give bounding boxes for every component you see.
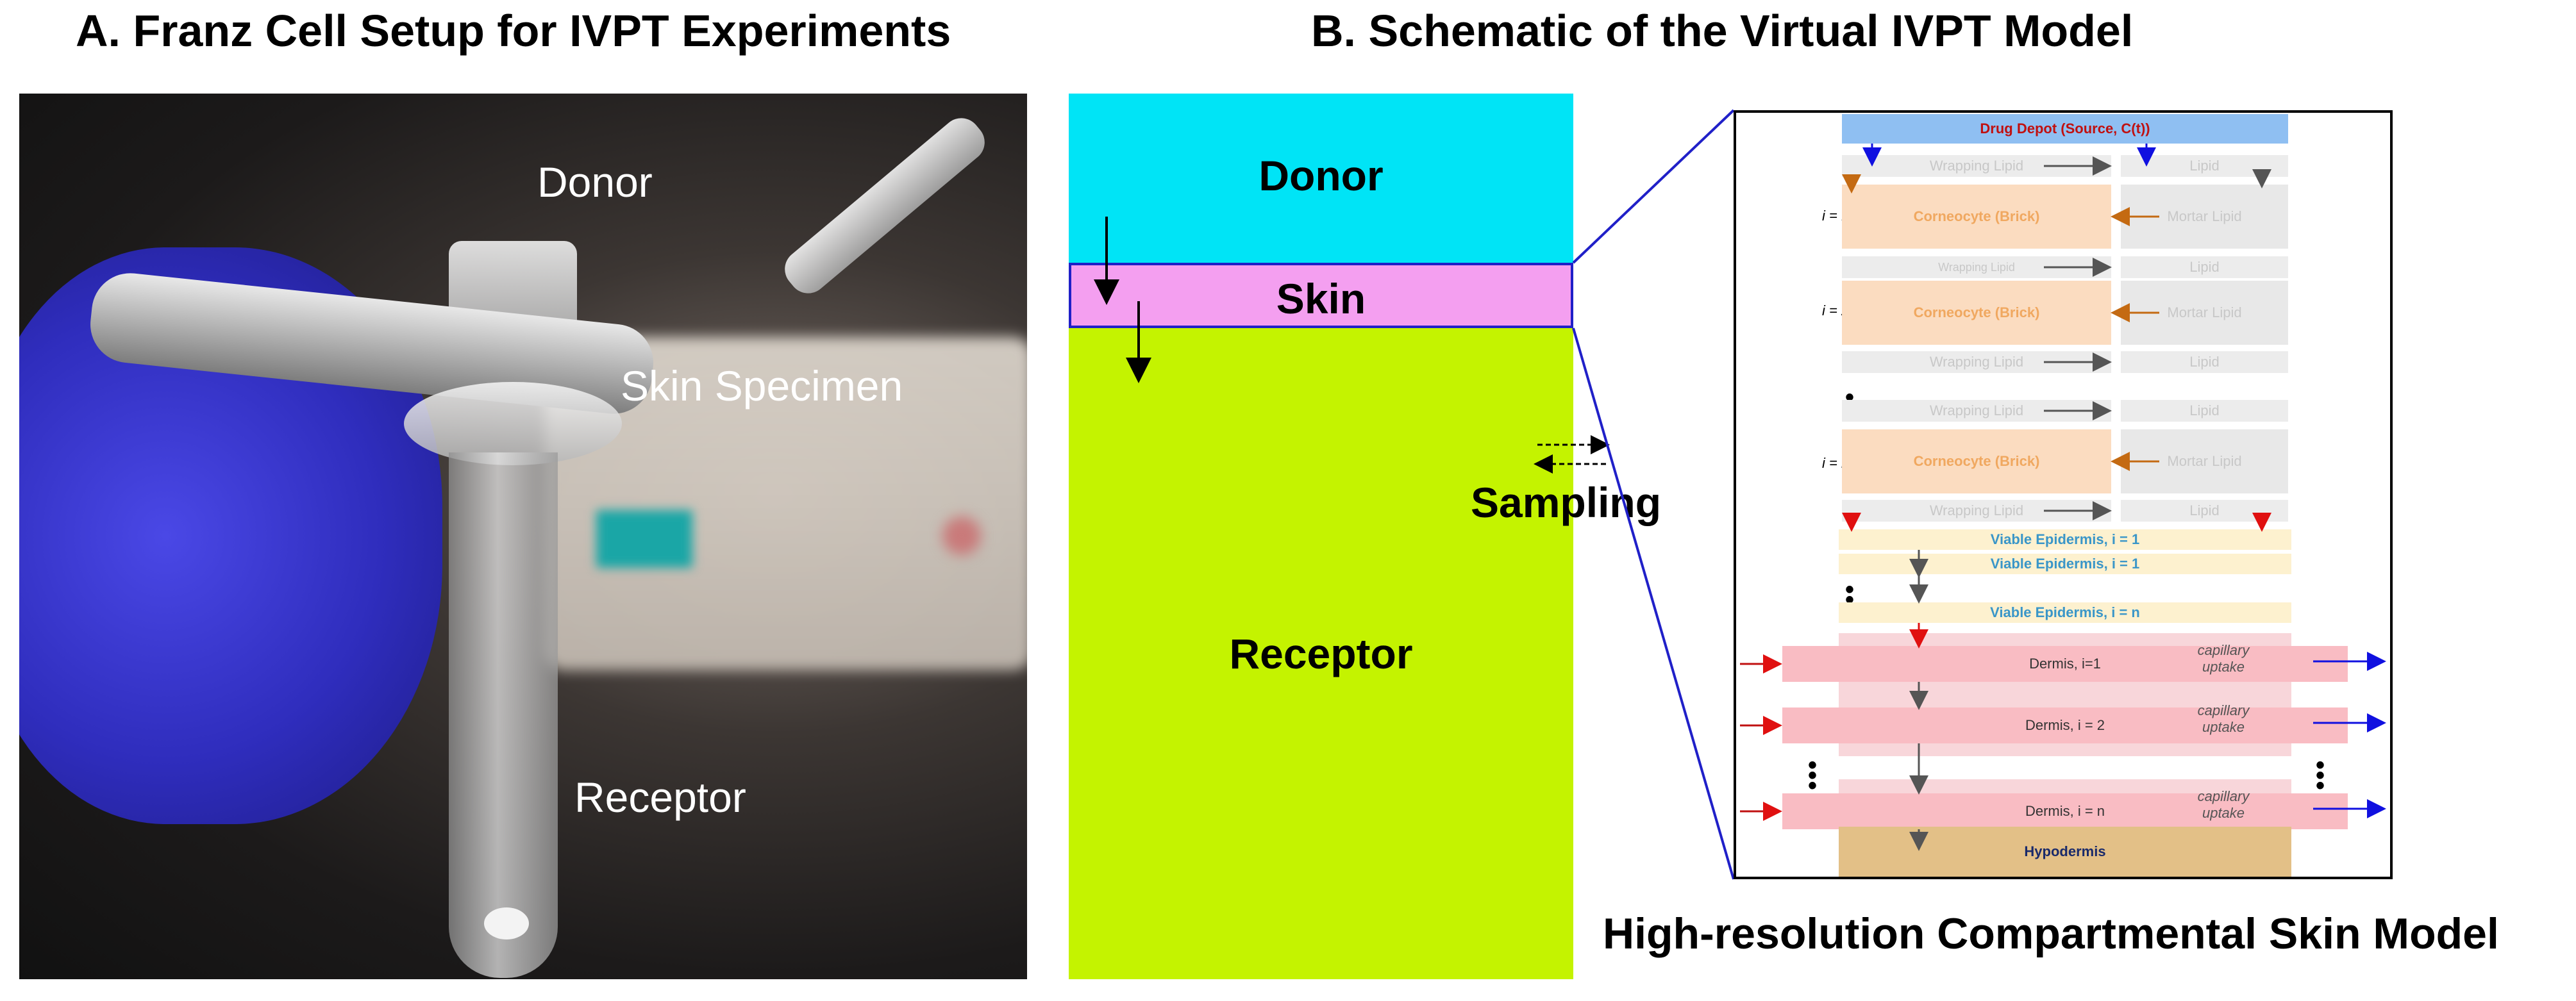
franz-cell-photo: Donor Skin Specimen Receptor (19, 94, 1027, 979)
background-teal-sticker (596, 510, 692, 568)
corneocyte-layer: Corneocyte (Brick) (1842, 429, 2111, 493)
skin-specimen-photo-label: Skin Specimen (621, 362, 903, 410)
mortar-lipid-layer: Mortar Lipid (2121, 281, 2288, 345)
panel-a-title: A. Franz Cell Setup for IVPT Experiments (76, 6, 951, 56)
corneocyte-layer: Corneocyte (Brick) (1842, 281, 2111, 345)
receptor-label: Receptor (1229, 630, 1413, 677)
zoom-connector-top (1572, 109, 1735, 264)
skin-specimen-joint-shape (404, 382, 622, 465)
skin-compartment: Skin (1069, 263, 1573, 328)
lipid-layer: Lipid (2121, 256, 2288, 278)
dermis-layer: Dermis, i = 2 (1782, 707, 2348, 743)
background-red-dot (942, 517, 981, 555)
lipid-layer: Lipid (2121, 400, 2288, 422)
donor-compartment: Donor (1069, 94, 1573, 263)
viable-epidermis-layer: Viable Epidermis, i = 1 (1839, 529, 2291, 550)
corneocyte-layer: Corneocyte (Brick) (1842, 185, 2111, 249)
wrapping-lipid-layer: Wrapping Lipid (1842, 500, 2111, 522)
capillary-uptake-label: capillary uptake (2197, 642, 2250, 675)
skin-label: Skin (1276, 275, 1366, 322)
compartment-detail-box: Drug Depot (Source, C(t)) Wrapping Lipid… (1734, 110, 2393, 879)
dermis-layer: Dermis, i=1 (1782, 646, 2348, 682)
receptor-photo-label: Receptor (574, 774, 746, 821)
capillary-uptake-label: capillary uptake (2197, 702, 2250, 735)
detail-arrows-overlay (1740, 144, 2271, 851)
zoom-connector-bottom (1572, 327, 1735, 880)
viable-epidermis-layer: Viable Epidermis, i = n (1839, 602, 2291, 623)
donor-label: Donor (1259, 152, 1384, 199)
stir-bar-shape (484, 907, 529, 939)
donor-photo-label: Donor (537, 158, 653, 206)
receptor-compartment: Receptor (1069, 328, 1573, 979)
wrapping-lipid-layer: Wrapping Lipid (1842, 351, 2111, 373)
drug-depot-layer: Drug Depot (Source, C(t)) (1842, 114, 2288, 144)
dermis-layer: Dermis, i = n (1782, 793, 2348, 829)
lipid-layer: Lipid (2121, 351, 2288, 373)
receptor-tube-shape (449, 452, 558, 978)
detail-caption: High-resolution Compartmental Skin Model (1603, 909, 2499, 958)
panel-b-title: B. Schematic of the Virtual IVPT Model (1311, 6, 2134, 56)
capillary-uptake-label: capillary uptake (2197, 788, 2250, 821)
